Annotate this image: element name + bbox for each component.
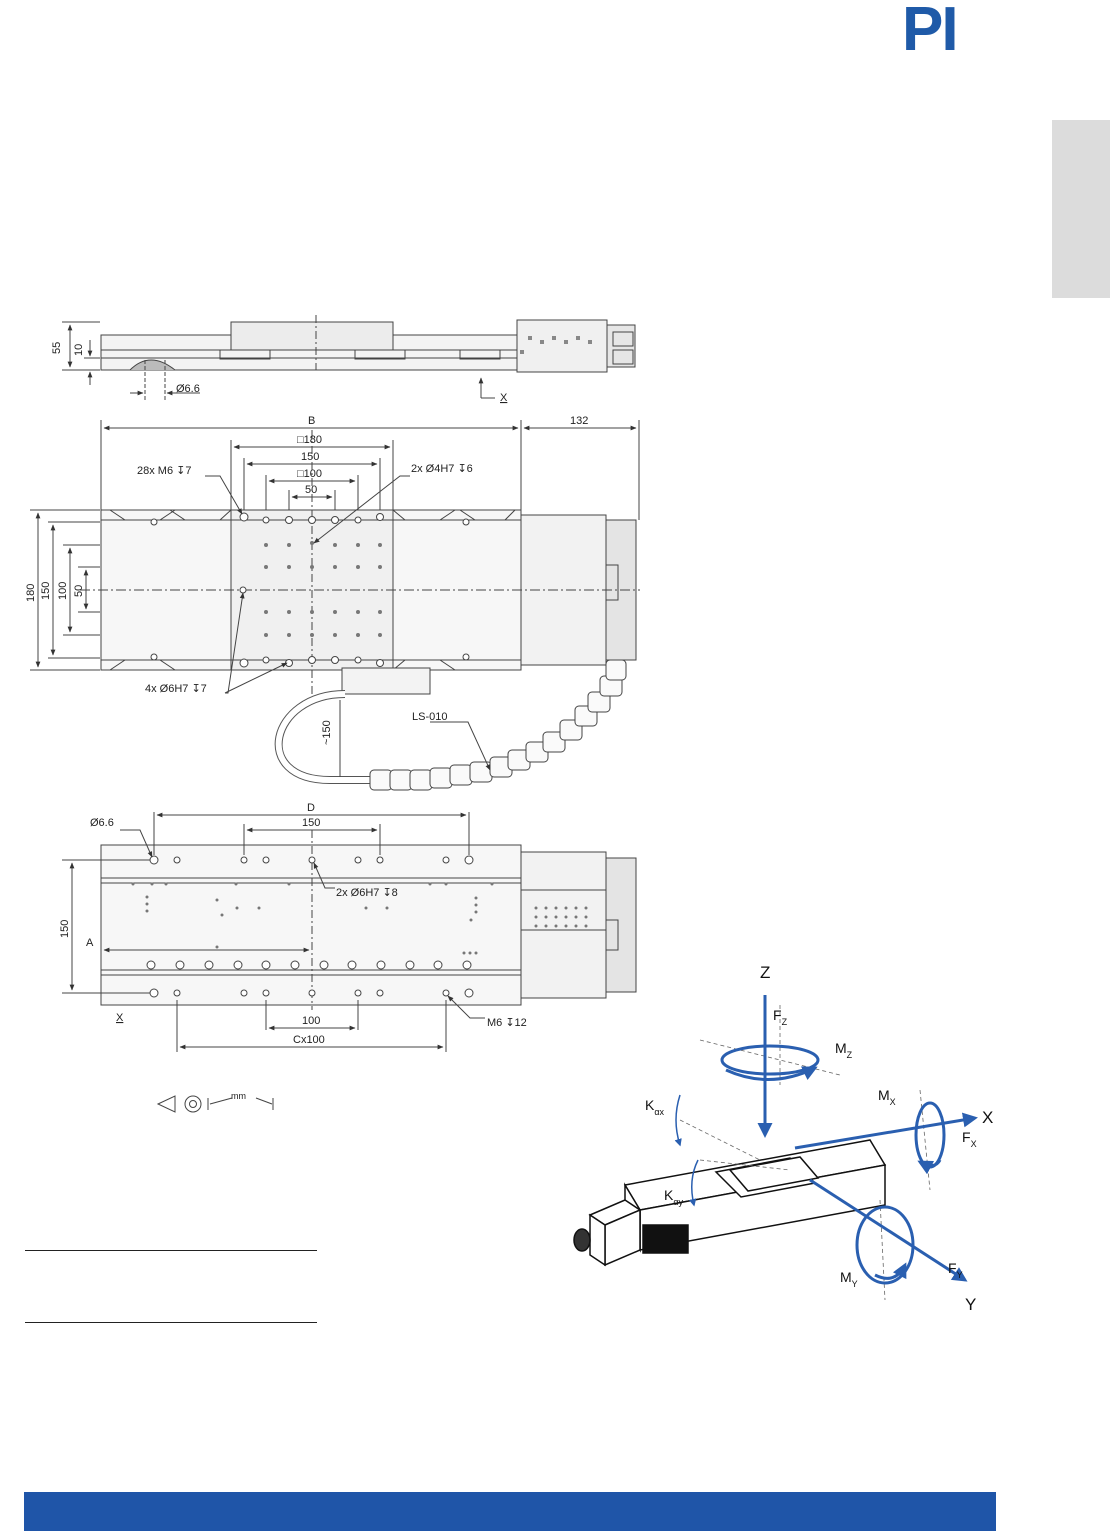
- dim-55: 55: [51, 342, 63, 354]
- fy-sub: Y: [957, 1270, 963, 1280]
- pi-logo: PI: [902, 0, 959, 60]
- fz-sub: Z: [782, 1017, 788, 1027]
- label-4x-6h7: 4x Ø6H7 ↧7: [145, 683, 207, 695]
- fx-sub: X: [971, 1139, 977, 1149]
- divider-top: [25, 1250, 317, 1251]
- dim-left-100: 100: [57, 582, 69, 600]
- kax-label: K: [645, 1097, 655, 1113]
- axis-z-label: Z: [760, 963, 770, 982]
- label-2x-4h7: 2x Ø4H7 ↧6: [411, 463, 473, 475]
- logo-text: PI: [902, 0, 957, 60]
- kax-sub: αx: [654, 1107, 664, 1117]
- svg-text:FZ: FZ: [773, 1007, 788, 1027]
- axis-y-label: Y: [965, 1295, 976, 1314]
- mz-label: M: [835, 1040, 847, 1056]
- bottom-x-reference: X: [116, 1012, 124, 1024]
- mz-sub: Z: [847, 1050, 853, 1060]
- label-cable-ls010: LS-010: [412, 711, 447, 723]
- load-axes-diagram: Z X Y FZ MZ Kαx Kαy MX FX MY FY: [573, 963, 993, 1314]
- axis-x-label: X: [982, 1108, 993, 1127]
- divider-bottom: [25, 1322, 317, 1323]
- my-sub: Y: [852, 1279, 858, 1289]
- svg-text:FX: FX: [962, 1129, 977, 1149]
- side-view: [62, 315, 636, 400]
- dim-sq100: □100: [297, 468, 322, 480]
- x-reference: X: [500, 392, 508, 404]
- svg-text:Kαx: Kαx: [645, 1097, 665, 1117]
- svg-text:FY: FY: [948, 1260, 963, 1280]
- dim-B: B: [308, 415, 315, 427]
- bottom-view: [62, 812, 637, 1052]
- dim-approx-150: ~150: [321, 720, 333, 745]
- dim-bottom-left-150: 150: [59, 920, 71, 938]
- dim-bottom-dia-66: Ø6.6: [90, 817, 114, 829]
- fy-label: F: [948, 1260, 957, 1276]
- my-label: M: [840, 1269, 852, 1285]
- top-view: [30, 420, 640, 791]
- label-2x-6h7: 2x Ø6H7 ↧8: [336, 887, 398, 899]
- svg-text:MX: MX: [878, 1087, 896, 1107]
- dim-150: 150: [301, 451, 319, 463]
- dim-bottom-100: 100: [302, 1015, 320, 1027]
- side-tab[interactable]: [1052, 120, 1110, 298]
- dim-50: 50: [305, 484, 317, 496]
- kay-label: K: [664, 1187, 674, 1203]
- svg-text:MZ: MZ: [835, 1040, 853, 1060]
- dim-A: A: [86, 937, 94, 949]
- technical-drawing: 55 10 Ø6.6 X B 132 □180 150 □100 50 28x …: [25, 315, 640, 1113]
- dim-dia-66: Ø6.6: [176, 383, 200, 395]
- dim-10: 10: [73, 344, 85, 356]
- kay-sub: αy: [673, 1197, 683, 1207]
- units-mm: mm: [231, 1091, 246, 1101]
- dim-left-50: 50: [73, 585, 85, 597]
- mx-sub: X: [890, 1097, 896, 1107]
- fz-label: F: [773, 1007, 782, 1023]
- label-m6-12: M6 ↧12: [487, 1017, 527, 1029]
- dim-D: D: [307, 802, 315, 814]
- dim-bottom-150: 150: [302, 817, 320, 829]
- svg-text:Kαy: Kαy: [664, 1187, 684, 1207]
- projection-symbol: [156, 1095, 274, 1113]
- label-28x-m6: 28x M6 ↧7: [137, 465, 191, 477]
- dim-sq180: □180: [297, 434, 322, 446]
- dim-cx100: Cx100: [293, 1034, 325, 1046]
- dim-left-150: 150: [40, 582, 52, 600]
- dim-132: 132: [570, 415, 588, 427]
- mx-label: M: [878, 1087, 890, 1103]
- svg-text:MY: MY: [840, 1269, 858, 1289]
- dim-left-180: 180: [25, 584, 37, 602]
- footer-bar: [24, 1492, 996, 1531]
- fx-label: F: [962, 1129, 971, 1145]
- stage-illustration: [573, 1139, 887, 1267]
